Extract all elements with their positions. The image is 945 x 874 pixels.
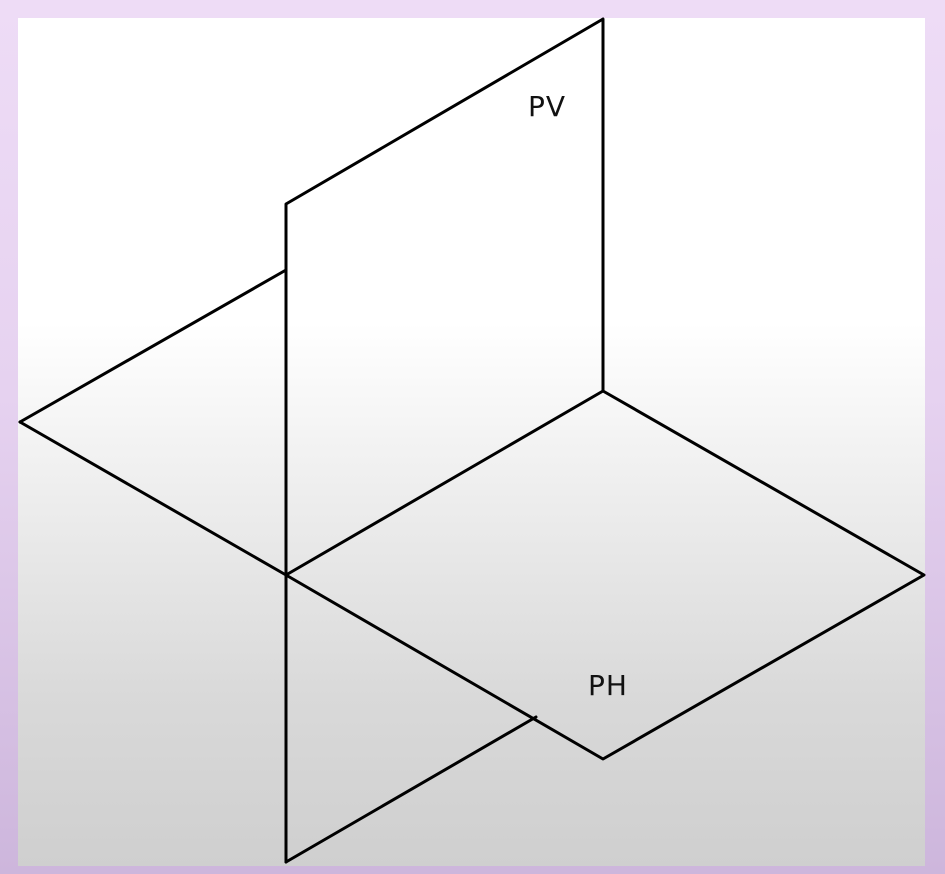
pv-label: PV <box>528 90 567 123</box>
ph-front-outline <box>284 389 926 761</box>
pv-lower-bottom-edge <box>284 715 538 864</box>
pv-upper-outline <box>284 17 605 577</box>
ph-back-upper-edge <box>18 268 288 424</box>
ph-label: PH <box>588 669 628 702</box>
diagram-canvas <box>18 18 925 866</box>
ph-back-lower-edge <box>18 420 288 577</box>
